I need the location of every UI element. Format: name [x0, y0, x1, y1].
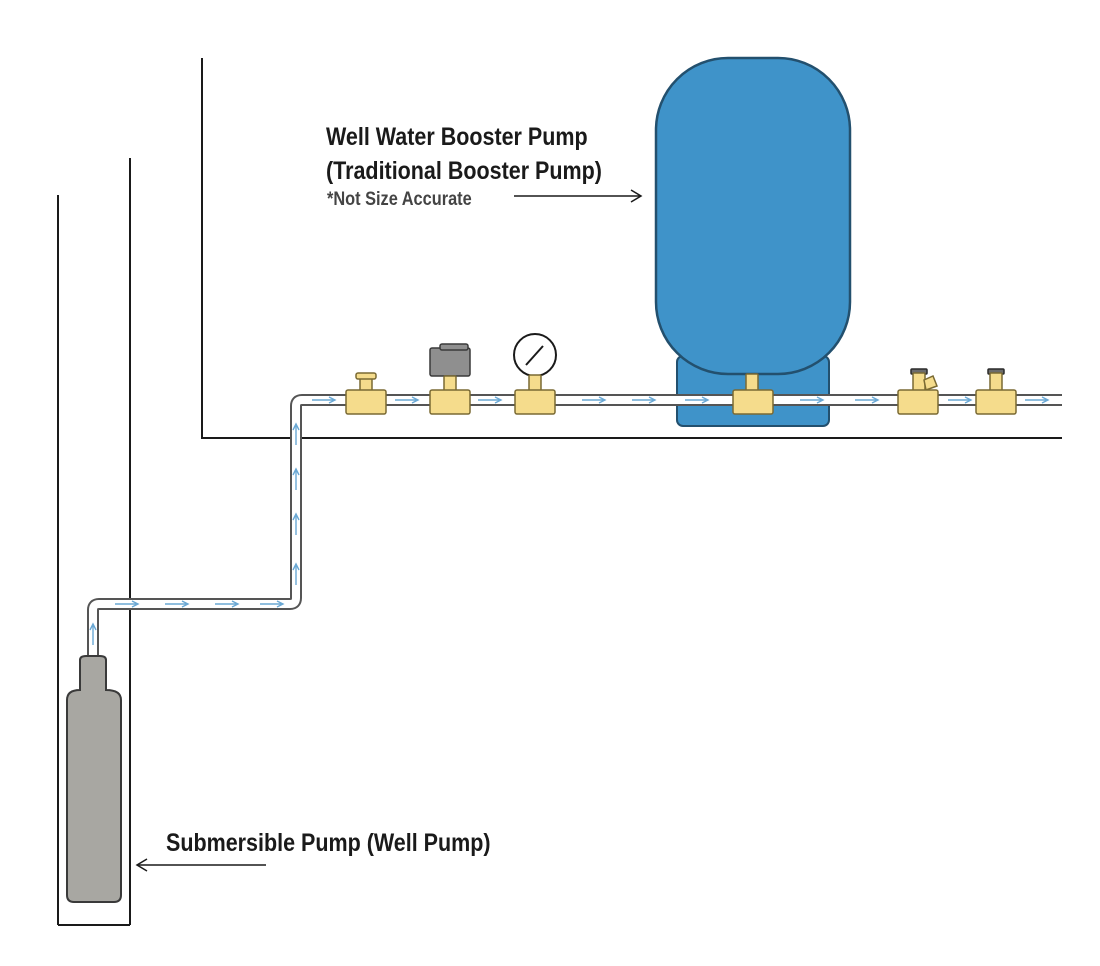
booster-label-arrow: [514, 189, 643, 203]
fitting-pressure-switch: [429, 343, 471, 415]
pressure-tank: [654, 56, 852, 427]
well-casing: [57, 158, 131, 926]
fitting-tank-tee: [732, 373, 774, 415]
fitting-shutoff-valve: [975, 368, 1017, 415]
fitting-drain-valve: [897, 368, 939, 415]
booster-title-line2: (Traditional Booster Pump): [326, 157, 602, 185]
booster-title-line1: Well Water Booster Pump: [326, 123, 588, 151]
flow-arrows: [89, 396, 1050, 645]
submersible-pump: [66, 655, 122, 903]
water-pipe: [87, 394, 1062, 660]
submersible-label-arrow: [135, 858, 266, 872]
fitting-check-valve: [345, 372, 387, 415]
house-wall: [201, 58, 1062, 439]
submersible-pump-title: Submersible Pump (Well Pump): [166, 829, 491, 857]
booster-pump-title: Well Water Booster Pump (Traditional Boo…: [326, 120, 602, 188]
size-note: *Not Size Accurate: [327, 189, 472, 210]
fitting-pressure-gauge: [513, 333, 557, 415]
